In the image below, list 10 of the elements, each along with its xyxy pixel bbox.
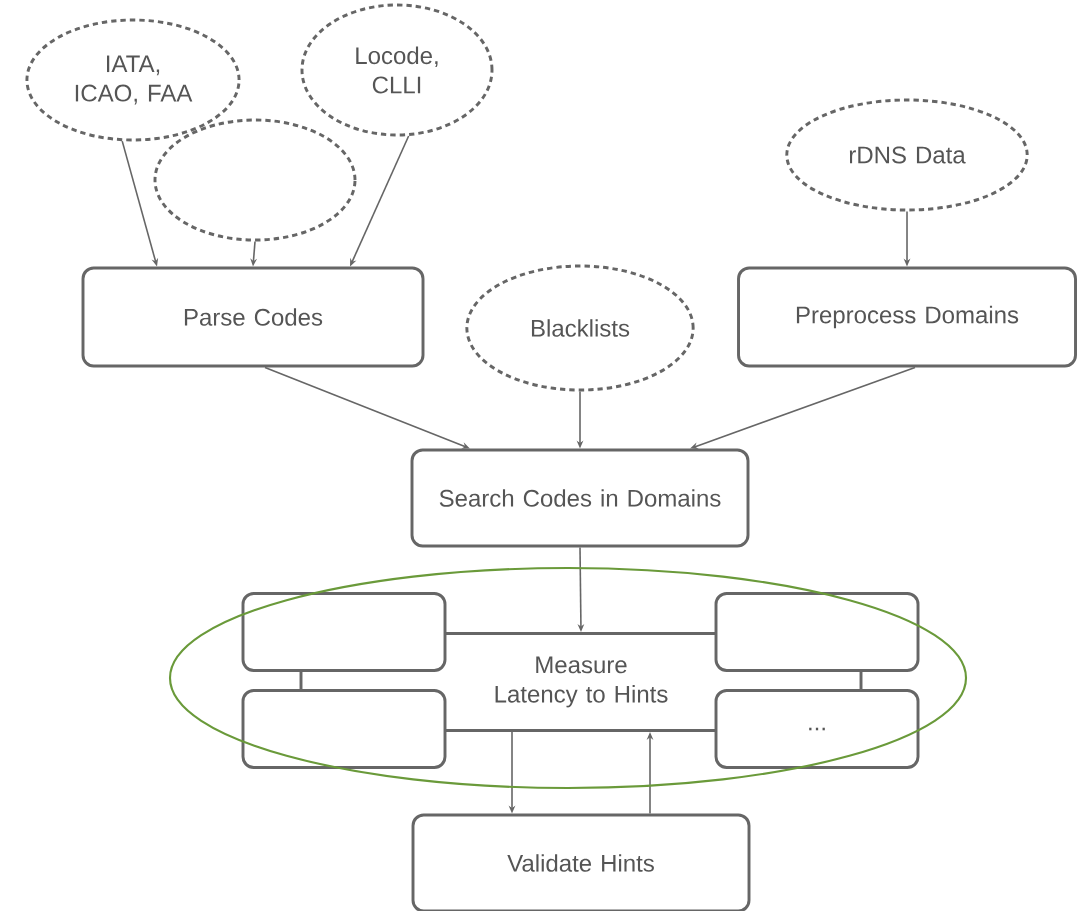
process-box <box>241 689 447 769</box>
arrow <box>264 366 470 449</box>
process-box: Validate Hints <box>411 813 751 911</box>
process-box <box>241 592 447 672</box>
process-box: Parse Codes <box>81 266 425 368</box>
process-box: Preprocess Domains <box>737 266 1077 368</box>
process-box <box>714 592 920 672</box>
process-box: ... <box>714 689 920 769</box>
process-box: Search Codes in Domains <box>410 448 750 548</box>
source-ellipse <box>153 118 357 242</box>
